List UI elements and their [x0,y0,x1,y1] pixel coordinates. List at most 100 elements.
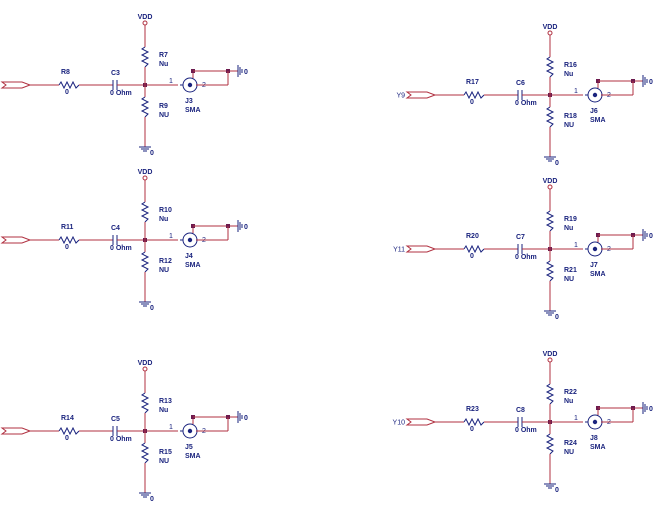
ground-value: 0 [555,314,559,321]
pullup-ref: R22 [564,389,577,396]
shield-ground-value: 0 [244,224,248,231]
connector-pin1: 1 [574,415,578,422]
pulldown-value: NU [564,449,574,456]
shield-ground-value: 0 [649,406,653,413]
pullup-ref: R10 [159,207,172,214]
series-resistor [58,426,80,436]
pullup-value: Nu [159,61,168,68]
series-resistor-ref: R11 [61,224,74,231]
sma-connector-pin [187,428,193,434]
capacitor-ref: C6 [516,80,525,87]
pulldown-value: NU [159,267,169,274]
series-resistor-value: 0 [65,435,69,442]
pullup-ref: R16 [564,62,577,69]
connector-type: SMA [590,271,606,278]
series-resistor-value: 0 [65,89,69,96]
shield-ground-value: 0 [649,233,653,240]
sma-connector-pin [592,419,598,425]
capacitor-ref: C3 [111,70,120,77]
connector-ref: J8 [590,435,598,442]
pulldown-ref: R15 [159,449,172,456]
capacitor-value: 0 Ohm [110,245,132,252]
pullup-ref: R7 [159,52,168,59]
input-port-label: Y10 [393,420,406,427]
vdd-label: VDD [543,351,558,358]
shield-ground-value: 0 [244,69,248,76]
series-resistor-ref: R8 [61,69,70,76]
sma-connector-pin [187,82,193,88]
vdd-terminal [142,20,148,26]
pulldown-resistor [545,106,555,128]
pullup-resistor [545,383,555,405]
sma-connector-pin [592,92,598,98]
series-resistor-value: 0 [470,99,474,106]
vdd-label: VDD [543,24,558,31]
vdd-label: VDD [138,169,153,176]
pullup-value: Nu [159,407,168,414]
input-port-arrow [405,245,437,253]
shield-ground-value: 0 [244,415,248,422]
connector-type: SMA [185,107,201,114]
connector-pin1: 1 [169,233,173,240]
pulldown-resistor [140,442,150,464]
pullup-resistor [545,56,555,78]
pulldown-value: NU [159,458,169,465]
input-port-arrow [0,81,32,89]
pullup-resistor [140,392,150,414]
pulldown-ref: R24 [564,440,577,447]
series-resistor [463,417,485,427]
ground-value: 0 [150,305,154,312]
connector-pin1: 1 [169,78,173,85]
capacitor-value: 0 Ohm [515,100,537,107]
vdd-label: VDD [138,360,153,367]
connector-pin1: 1 [574,88,578,95]
vdd-label: VDD [543,178,558,185]
pullup-value: Nu [564,225,573,232]
input-port-label: Y9 [396,93,405,100]
series-resistor-ref: R20 [466,233,479,240]
input-port-arrow [0,236,32,244]
pulldown-value: NU [564,122,574,129]
vdd-terminal [547,357,553,363]
pullup-value: Nu [159,216,168,223]
pulldown-value: NU [159,112,169,119]
input-port-label: Y11 [393,247,405,254]
input-port-arrow [405,91,437,99]
series-resistor-value: 0 [65,244,69,251]
series-resistor-value: 0 [470,426,474,433]
pullup-ref: R19 [564,216,577,223]
ground-value: 0 [555,487,559,494]
capacitor-ref: C4 [111,225,120,232]
capacitor-ref: C5 [111,416,120,423]
series-resistor-ref: R14 [61,415,74,422]
capacitor-value: 0 Ohm [110,436,132,443]
vdd-label: VDD [138,14,153,21]
ground-value: 0 [555,160,559,167]
vdd-terminal [547,184,553,190]
series-resistor-ref: R17 [466,79,479,86]
series-resistor-value: 0 [470,253,474,260]
connector-ref: J3 [185,98,193,105]
connector-pin1: 1 [169,424,173,431]
pullup-ref: R13 [159,398,172,405]
capacitor-ref: C8 [516,407,525,414]
connector-ref: J4 [185,253,193,260]
vdd-terminal [142,366,148,372]
connector-type: SMA [185,453,201,460]
connector-type: SMA [590,444,606,451]
pullup-value: Nu [564,398,573,405]
capacitor-value: 0 Ohm [110,90,132,97]
connector-ref: J7 [590,262,598,269]
ground-value: 0 [150,150,154,157]
pullup-resistor [545,210,555,232]
connector-ref: J5 [185,444,193,451]
capacitor-ref: C7 [516,234,525,241]
pulldown-resistor [545,260,555,282]
connector-pin1: 1 [574,242,578,249]
connector-type: SMA [590,117,606,124]
